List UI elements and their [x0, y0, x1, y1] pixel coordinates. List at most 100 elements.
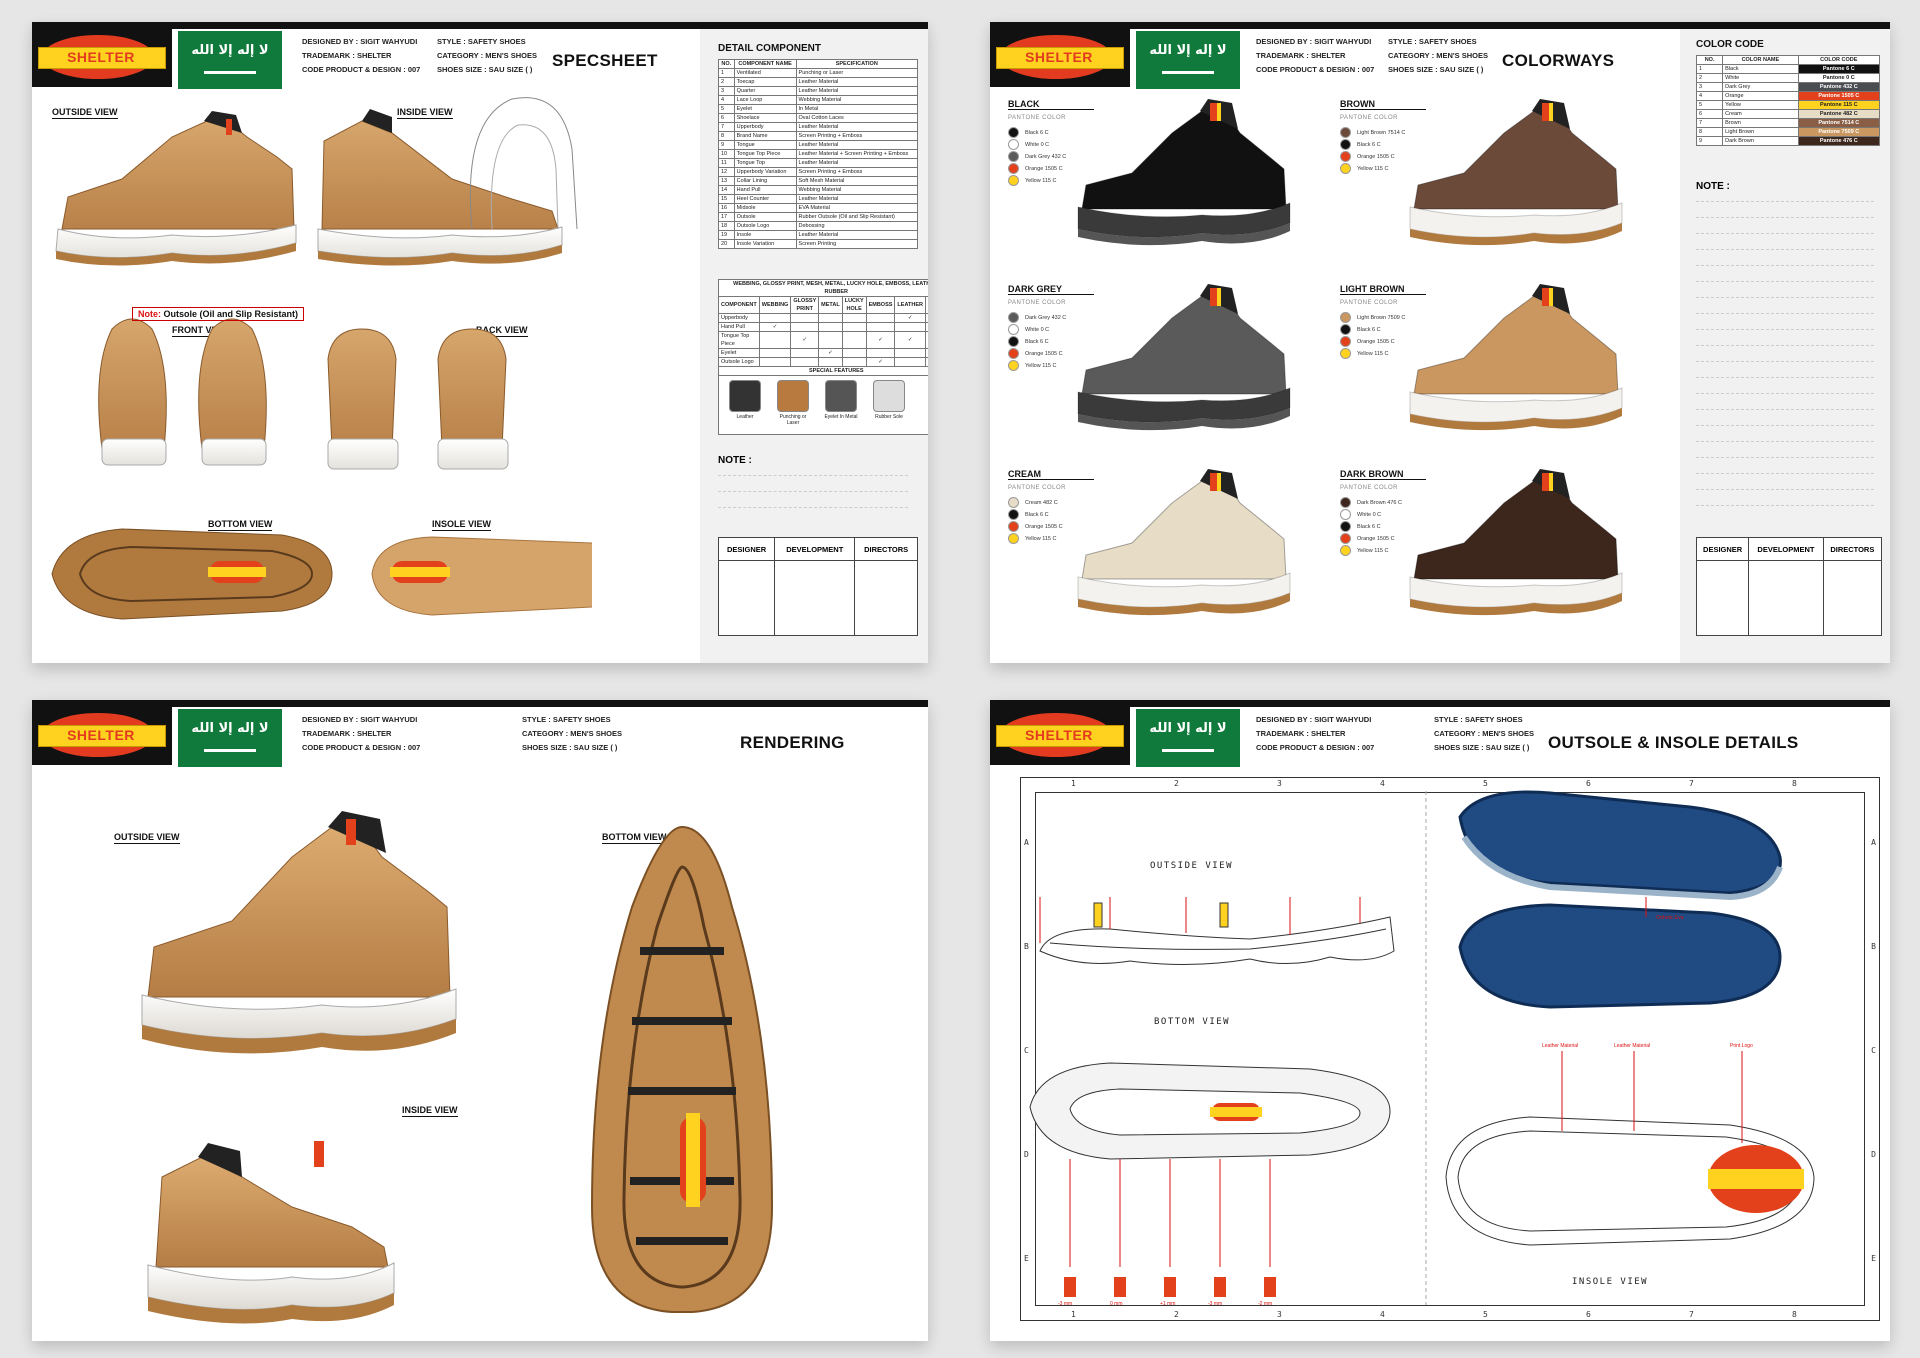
code-header: NO. — [1695, 55, 1724, 65]
swatch-dot-icon — [1340, 497, 1351, 509]
colorway-shoe — [1409, 284, 1623, 431]
insole-3d-renders — [1458, 790, 1783, 1009]
swatch-dot-icon — [1008, 151, 1019, 163]
table-cell — [925, 322, 928, 332]
table-cell — [758, 313, 792, 323]
grid-row-letter: B — [1024, 942, 1029, 951]
material-header: METAL — [818, 296, 843, 314]
swatch-dot-icon — [1008, 175, 1019, 187]
table-cell: Upperbody — [733, 122, 797, 132]
pantone-swatch: Yellow 115 C — [1008, 360, 1057, 372]
note-label: NOTE : — [1696, 181, 1730, 192]
table-cell: Shoelace — [733, 113, 797, 123]
grid-row-letter: D — [1871, 1150, 1876, 1159]
table-cell — [818, 357, 843, 367]
table-cell — [818, 313, 843, 323]
table-cell: Webbing Material — [795, 185, 919, 195]
specsheet-panel: SHELTER لا إله إلا الله DESIGNED BY : SI… — [32, 22, 928, 663]
grid-row-letter: E — [1024, 1254, 1029, 1263]
view-label: BOTTOM VIEW — [208, 519, 273, 531]
special-feature: Eyelet In Metal — [821, 380, 861, 420]
detail-title: DETAIL COMPONENT — [718, 43, 821, 54]
pantone-swatch: Orange 1505 C — [1340, 151, 1395, 163]
pantone-swatch: White 0 C — [1008, 139, 1049, 151]
colorway-name: LIGHT BROWN — [1340, 284, 1426, 295]
callout-label: Leather Material — [1542, 1043, 1579, 1049]
bottom-view-sole — [51, 528, 333, 620]
table-cell — [790, 313, 820, 323]
rendering-bottom-sole — [590, 825, 774, 1313]
table-cell: 9 — [718, 140, 735, 150]
pantone-swatch: Light Brown 7509 C — [1340, 312, 1405, 324]
table-cell: Insole Variation — [733, 239, 797, 249]
swatch-dot-icon — [1008, 163, 1019, 175]
table-cell — [865, 313, 896, 323]
shelter-logo: SHELTER — [32, 707, 172, 765]
rendering-panel: SHELTER لا إله إلا الله DESIGNED BY : SI… — [32, 700, 928, 1341]
colorway-name: BLACK — [1008, 99, 1094, 110]
pantone-swatch: Yellow 115 C — [1340, 545, 1389, 557]
special-title: SPECIAL FEATURES — [718, 366, 928, 376]
view-label: OUTSIDE VIEW — [114, 832, 180, 844]
table-cell — [865, 348, 896, 358]
grid-row-letter: B — [1871, 942, 1876, 951]
table-cell — [894, 348, 926, 358]
table-cell: 1 — [718, 68, 735, 78]
colorways-panel: SHELTER لا إله إلا الله DESIGNED BY : SI… — [990, 22, 1890, 663]
material-header: WEBBING — [758, 296, 792, 314]
material-header: RUBBER — [925, 296, 928, 314]
view-label: INSOLE VIEW — [1572, 1277, 1649, 1287]
pantone-swatch: Yellow 115 C — [1340, 348, 1389, 360]
table-cell: ✓ — [758, 322, 792, 332]
table-cell: 12 — [718, 167, 735, 177]
page-title: COLORWAYS — [1502, 51, 1615, 70]
view-label: INSOLE VIEW — [432, 519, 492, 531]
pantone-label: PANTONE COLOR — [1008, 485, 1066, 491]
table-cell: Leather Material — [795, 122, 919, 132]
color-code-cell: Pantone 476 C — [1797, 136, 1881, 146]
dimension-label: 0 mm — [1110, 1301, 1123, 1307]
code-header: COLOR NAME — [1722, 55, 1799, 65]
grid-col-number: 7 — [1689, 779, 1694, 788]
table-cell: Debossing — [795, 221, 919, 231]
table-cell: ✓ — [818, 348, 843, 358]
grid-row-letter: E — [1871, 1254, 1876, 1263]
swatch-dot-icon — [1008, 312, 1019, 324]
table-cell: Heel Counter — [733, 194, 797, 204]
swatch-dot-icon — [1340, 533, 1351, 545]
callout-label: Leather Material — [1614, 1043, 1651, 1049]
note-label: NOTE : — [718, 455, 752, 466]
table-cell: 10 — [718, 149, 735, 159]
table-cell: In Metal — [795, 104, 919, 114]
pantone-swatch: Orange 1505 C — [1340, 336, 1395, 348]
table-cell: 11 — [718, 158, 735, 168]
table-cell — [925, 313, 928, 323]
table-cell: Screen Printing — [795, 239, 919, 249]
pantone-swatch: Black 6 C — [1008, 336, 1049, 348]
pantone-label: PANTONE COLOR — [1340, 115, 1398, 121]
material-title: WEBBING, GLOSSY PRINT, MESH, METAL, LUCK… — [718, 279, 928, 297]
table-cell: Eyelet — [718, 348, 760, 358]
pantone-label: PANTONE COLOR — [1008, 115, 1066, 121]
table-cell: Leather Material — [795, 194, 919, 204]
rendering-outside-shoe — [141, 811, 457, 1054]
saudi-flag-icon: لا إله إلا الله — [178, 709, 282, 767]
pantone-label: PANTONE COLOR — [1340, 485, 1398, 491]
colorway-name: CREAM — [1008, 469, 1094, 480]
